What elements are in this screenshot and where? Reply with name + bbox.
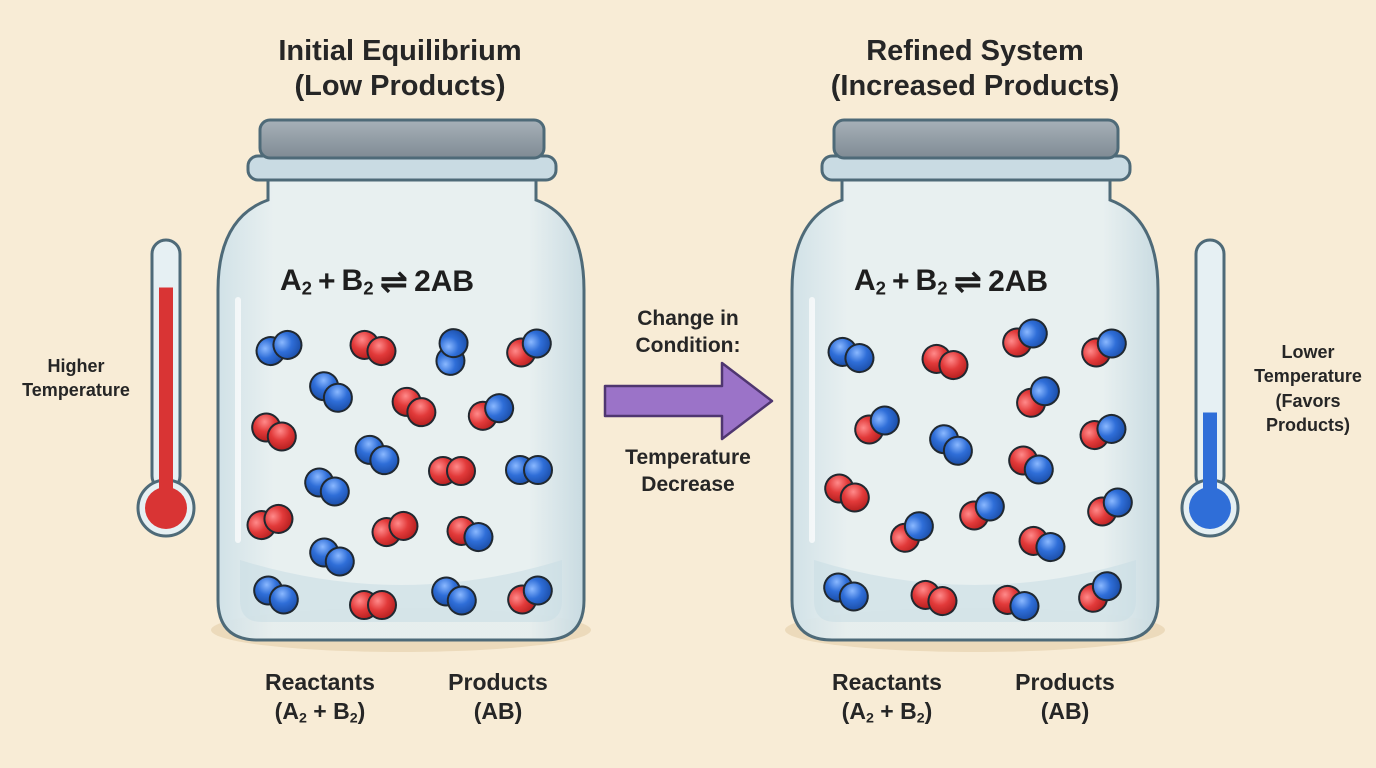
molecule-ab: [992, 584, 1040, 622]
molecule-b2: [431, 576, 477, 616]
molecule-a2: [349, 590, 397, 620]
left-reactants-label: Reactants (A2 + B2): [265, 669, 375, 727]
molecule-a2: [921, 343, 969, 381]
molecule-b2: [253, 575, 299, 615]
molecule-ab: [1081, 328, 1127, 368]
right-reactants-label: Reactants (A2 + B2): [832, 669, 942, 727]
right-molecules: [823, 318, 1133, 622]
molecule-b2: [354, 434, 400, 476]
left-molecules: [246, 328, 553, 620]
molecule-b2: [827, 336, 875, 374]
change-label-top: Change in Condition:: [635, 307, 741, 358]
molecule-ab: [1016, 376, 1060, 418]
molecule-ab: [507, 575, 553, 615]
molecule-ab: [1008, 445, 1054, 485]
molecule-b2: [309, 371, 353, 413]
molecule-ab: [446, 515, 494, 553]
molecule-b2: [505, 455, 553, 485]
left-jar: [211, 118, 591, 652]
left-products-label: Products (AB): [448, 669, 548, 724]
molecule-b2: [435, 328, 469, 376]
molecule-b2: [255, 329, 303, 367]
molecule-ab: [1087, 487, 1133, 527]
molecule-b2: [929, 424, 973, 466]
right-jar: [785, 118, 1165, 652]
left-title: Initial Equilibrium (Low Products): [220, 34, 580, 104]
right-products-label: Products (AB): [1015, 669, 1115, 724]
molecule-a2: [251, 412, 297, 452]
change-label-bottom: Temperature Decrease: [625, 446, 751, 497]
molecule-ab: [1078, 571, 1122, 613]
molecule-b2: [309, 537, 355, 577]
molecule-a2: [910, 579, 958, 617]
molecule-a2: [246, 503, 294, 541]
molecule-ab: [1002, 318, 1048, 358]
molecule-ab: [467, 393, 515, 431]
molecule-ab: [959, 491, 1005, 531]
molecule-b2: [304, 467, 350, 507]
equilibrium-arrow-icon: ⇌: [953, 263, 983, 301]
right-title: Refined System (Increased Products): [775, 34, 1175, 104]
molecule-b2: [823, 572, 869, 612]
left-equation: A2 + B2 ⇌ 2AB: [280, 263, 475, 301]
molecule-a2: [349, 329, 397, 367]
right-thermometer-label: Lower Temperature (Favors Products): [1254, 342, 1362, 435]
equilibrium-arrow-icon: ⇌: [379, 263, 409, 301]
left-thermometer-label: Higher Temperature: [22, 356, 130, 401]
molecule-ab: [1018, 525, 1066, 563]
thermometer-low-icon: [1180, 238, 1240, 538]
molecule-ab: [890, 511, 934, 553]
molecule-ab: [1079, 413, 1127, 451]
molecule-a2: [428, 456, 476, 486]
molecule-a2: [371, 510, 419, 548]
thermometer-high-icon: [136, 238, 196, 538]
left-title-line2: (Low Products): [294, 69, 506, 102]
change-arrow-icon: [603, 361, 774, 441]
molecule-a2: [824, 473, 870, 513]
right-title-line2: (Increased Products): [830, 69, 1120, 102]
molecule-a2: [391, 386, 437, 428]
right-equation: A2 + B2 ⇌ 2AB: [854, 263, 1049, 301]
right-title-line1: Refined System: [866, 35, 1084, 67]
molecule-ab: [506, 328, 552, 368]
left-title-line1: Initial Equilibrium: [278, 35, 522, 67]
molecule-ab: [854, 405, 900, 445]
